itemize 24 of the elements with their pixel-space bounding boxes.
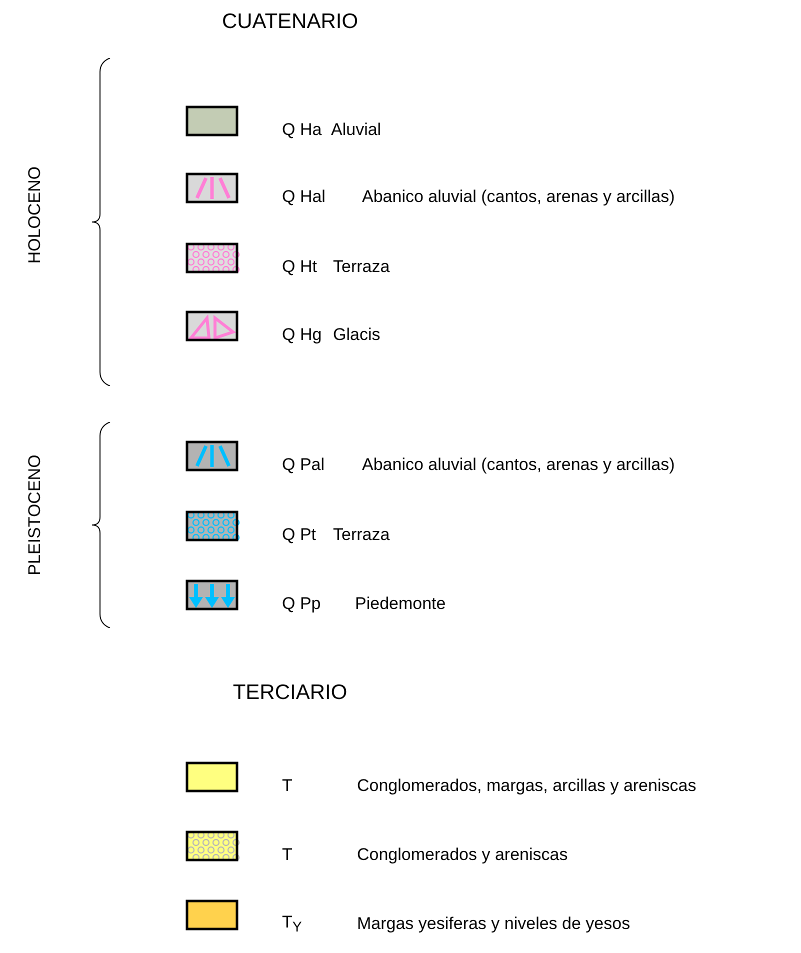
unit-code: Q Hg	[282, 325, 322, 345]
unit-code: Q Ha	[282, 120, 322, 140]
legend-text: Aluvial	[331, 120, 382, 140]
unit-code: Q Pal	[282, 455, 325, 475]
unit-code: T$_{Y}$	[282, 912, 302, 936]
unit-code: Q Pp	[282, 594, 321, 614]
unit-code: Q Hal	[282, 187, 326, 207]
epoch-label: PLEISTOCENO	[25, 454, 45, 576]
legend-text: Conglomerados y areniscas	[357, 845, 568, 865]
unit-code: T	[282, 776, 292, 796]
legend-text: Glacis	[333, 325, 380, 345]
legend-text: Abanico aluvial (cantos, arenas y arcillas)	[362, 187, 675, 207]
section-heading: CUATENARIO	[222, 10, 358, 34]
unit-code: Q Pt	[282, 525, 316, 545]
section-heading: TERCIARIO	[232, 681, 348, 705]
legend-text: Conglomerados, margas, arcillas y areniscas	[357, 776, 696, 796]
unit-code: T	[282, 845, 292, 865]
legend-text: Terraza	[333, 257, 390, 277]
epoch-label: HOLOCENO	[25, 166, 45, 264]
legend-text: Margas yesiferas y niveles de yesos	[357, 914, 630, 934]
legend-text: Piedemonte	[355, 594, 446, 614]
legend-text: Terraza	[333, 525, 390, 545]
legend-text: Abanico aluvial (cantos, arenas y arcillas)	[362, 455, 675, 475]
unit-code: Q Ht	[282, 257, 317, 277]
